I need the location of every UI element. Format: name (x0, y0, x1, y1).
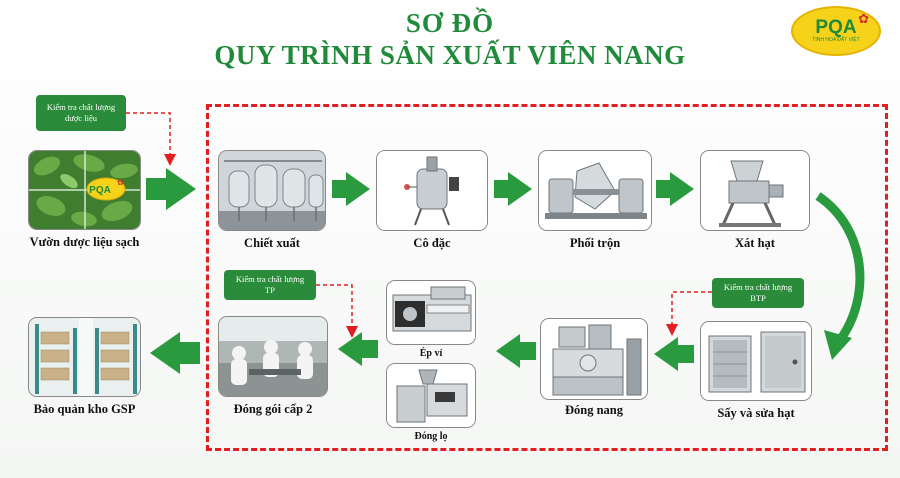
qc-herbs-line1: Kiểm tra chất lượng (46, 102, 116, 112)
qc-semi-line2: BTP (750, 293, 766, 303)
step-label-concentration: Cô đặc (413, 236, 451, 250)
extraction-photo (218, 150, 326, 231)
arrow-secondary-to-storage (150, 332, 200, 374)
lotus-icon: ✿ (858, 11, 869, 26)
diagram-title-line1: SƠ ĐỒ (405, 8, 495, 38)
drying-oven-icon (701, 322, 811, 400)
step-label-extraction: Chiết xuất (244, 236, 300, 250)
arrow-herb-to-extraction (146, 168, 196, 210)
step-label-blister: Ép vỉ (419, 348, 443, 359)
bottling-machine-icon (387, 364, 475, 427)
diagram-title-line2: QUY TRÌNH SẢN XUẤT VIÊN NANG (214, 40, 686, 70)
svg-text:PQA: PQA (89, 185, 111, 196)
concentration-photo (376, 150, 488, 231)
concentrator-tank-icon (377, 151, 487, 230)
mixing-photo (538, 150, 652, 231)
factory-process-frame (206, 104, 888, 451)
step-label-mixing: Phối trộn (569, 236, 621, 250)
qc-semi-box: Kiểm tra chất lượng BTP (712, 278, 804, 308)
storage-photo (28, 317, 141, 397)
capsule-filling-photo (540, 318, 648, 400)
step-label-capsule-filling: Đóng nang (564, 403, 623, 417)
qc-finished-line2: TP (265, 285, 275, 295)
qc-finished-box: Kiểm tra chất lượng TP (224, 270, 316, 300)
company-logo: ✿ PQA TINH HOA ĐẤT VIỆT (791, 6, 881, 56)
blister-machine-icon (387, 281, 475, 344)
capsule-machine-icon (541, 319, 647, 399)
extraction-tanks-icon (219, 151, 325, 230)
herb-garden-photo: PQA ✿ (28, 150, 141, 230)
step-label-herb-garden: Vườn dược liệu sạch (29, 235, 140, 249)
step-label-bottling: Đóng lọ (414, 431, 448, 442)
qc-herbs-box: Kiểm tra chất lượng dược liệu (36, 95, 126, 131)
logo-tagline: TINH HOA ĐẤT VIỆT (812, 37, 860, 43)
qc-finished-line1: Kiểm tra chất lượng (235, 274, 305, 284)
qc-semi-line1: Kiểm tra chất lượng (723, 282, 793, 292)
granulating-photo (700, 150, 810, 231)
logo-mark: PQA (815, 17, 857, 38)
drying-photo (700, 321, 812, 401)
step-label-storage: Bảo quản kho GSP (33, 402, 136, 416)
svg-text:✿: ✿ (117, 178, 124, 187)
step-label-drying: Sấy và sửa hạt (717, 406, 795, 420)
step-label-granulating: Xát hạt (735, 236, 775, 250)
warehouse-shelves-icon (29, 318, 140, 396)
v-mixer-icon (539, 151, 651, 230)
qc-herbs-line2: dược liệu (65, 113, 97, 123)
secondary-packing-photo (218, 316, 328, 397)
bottling-photo (386, 363, 476, 428)
step-label-secondary-packing: Đóng gói cấp 2 (233, 402, 313, 416)
packing-workers-icon (219, 317, 327, 396)
herb-leaves-icon: PQA ✿ (29, 151, 140, 229)
granulator-icon (701, 151, 809, 230)
blister-photo (386, 280, 476, 345)
